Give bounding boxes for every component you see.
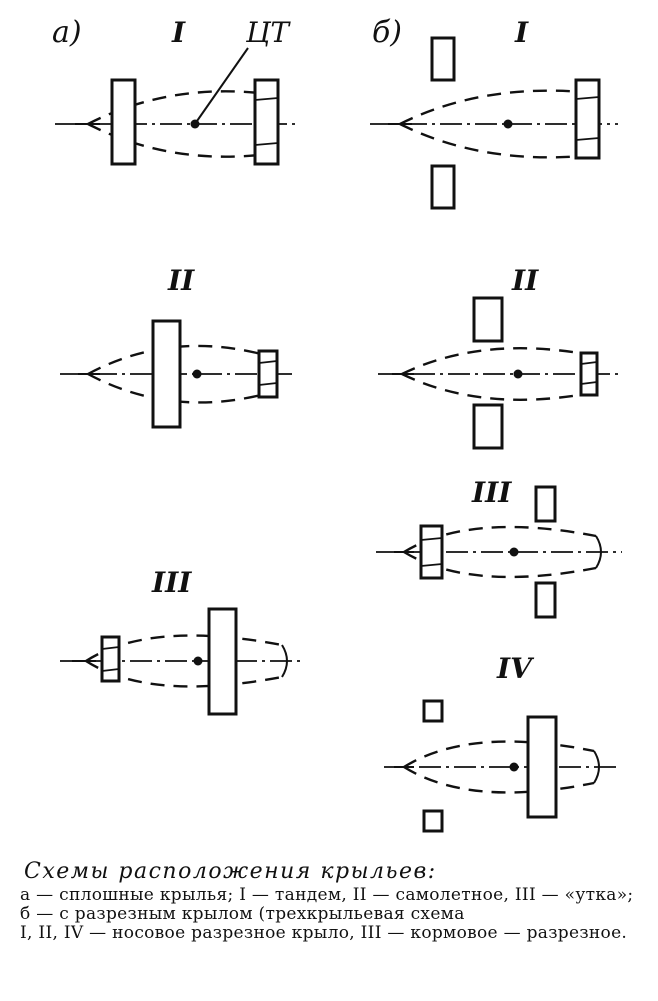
- hull-outline-bottom: [403, 765, 595, 794]
- main-wing: [151, 319, 182, 429]
- rear-wing: [253, 78, 280, 166]
- center-of-gravity: [193, 656, 203, 666]
- hull-outline-bottom: [399, 122, 583, 159]
- caption-note: I, II, IV — носовое разрезное крыло, III…: [20, 923, 628, 943]
- rear-wing: [574, 78, 601, 160]
- scheme-label-a-II: II: [167, 264, 195, 297]
- tail-wing: [257, 349, 279, 399]
- center-of-gravity: [192, 369, 202, 379]
- hull-outline-top: [403, 740, 595, 769]
- front-canard-wing: [100, 635, 121, 683]
- caption-body: а — сплошные крылья; I — тандем, II — са…: [20, 885, 634, 924]
- stern-curve: [281, 644, 288, 678]
- scheme-a-II: II: [60, 264, 295, 429]
- figure-caption: Схемы расположения крыльев: а — сплошные…: [20, 859, 645, 943]
- split-wing-lower: [472, 403, 504, 450]
- caption-title: Схемы расположения крыльев:: [24, 859, 437, 884]
- hull-outline-top: [403, 525, 597, 554]
- scheme-label-b-II: II: [511, 264, 539, 297]
- scheme-label-a-I: I: [171, 16, 186, 49]
- center-of-gravity: [509, 762, 519, 772]
- hull-outline-top: [399, 89, 583, 126]
- column-label-a: а): [52, 15, 82, 50]
- split-wing-upper: [430, 36, 456, 82]
- scheme-label-b-IV: IV: [496, 652, 535, 685]
- center-of-gravity: [513, 369, 523, 379]
- scheme-b-II: II: [378, 264, 622, 450]
- split-wing-upper: [534, 485, 557, 523]
- center-of-gravity: [503, 119, 513, 129]
- split-wing-upper: [472, 296, 504, 343]
- stern-curve: [595, 535, 602, 569]
- scheme-label-b-I: I: [514, 16, 529, 49]
- main-wing: [526, 715, 558, 819]
- hull-outline-bottom: [85, 659, 283, 688]
- front-canard-wing: [419, 524, 444, 580]
- center-of-gravity: [190, 119, 200, 129]
- cg-leader-line: [196, 47, 249, 122]
- hull-outline-top: [87, 90, 269, 126]
- center-of-gravity: [509, 547, 519, 557]
- column-label-b: б): [372, 15, 402, 50]
- main-wing: [207, 607, 238, 716]
- split-wing-lower: [430, 164, 456, 210]
- cg-label: ЦТ: [245, 16, 291, 49]
- scheme-a-III: III: [60, 566, 300, 716]
- hull-outline-bottom: [401, 372, 586, 401]
- hull-outline-bottom: [87, 122, 269, 158]
- scheme-b-III: III: [376, 476, 622, 619]
- scheme-label-b-III: III: [471, 476, 512, 509]
- scheme-b-IV: IV: [384, 652, 618, 833]
- front-wing: [110, 78, 137, 166]
- split-wing-lower: [534, 581, 557, 619]
- hull-outline-top: [85, 634, 283, 663]
- tail-wing: [579, 351, 599, 397]
- hull-outline-bottom: [403, 550, 597, 579]
- scheme-label-a-III: III: [151, 566, 192, 599]
- stern-curve: [593, 750, 600, 784]
- hull-outline-top: [401, 347, 586, 376]
- scheme-a-I: I ЦТ: [55, 16, 298, 166]
- split-wing-upper: [422, 699, 444, 723]
- split-wing-lower: [422, 809, 444, 833]
- wing-arrangement-diagram: а) б) I ЦТ II III: [52, 15, 622, 833]
- scheme-b-I: I: [370, 16, 618, 210]
